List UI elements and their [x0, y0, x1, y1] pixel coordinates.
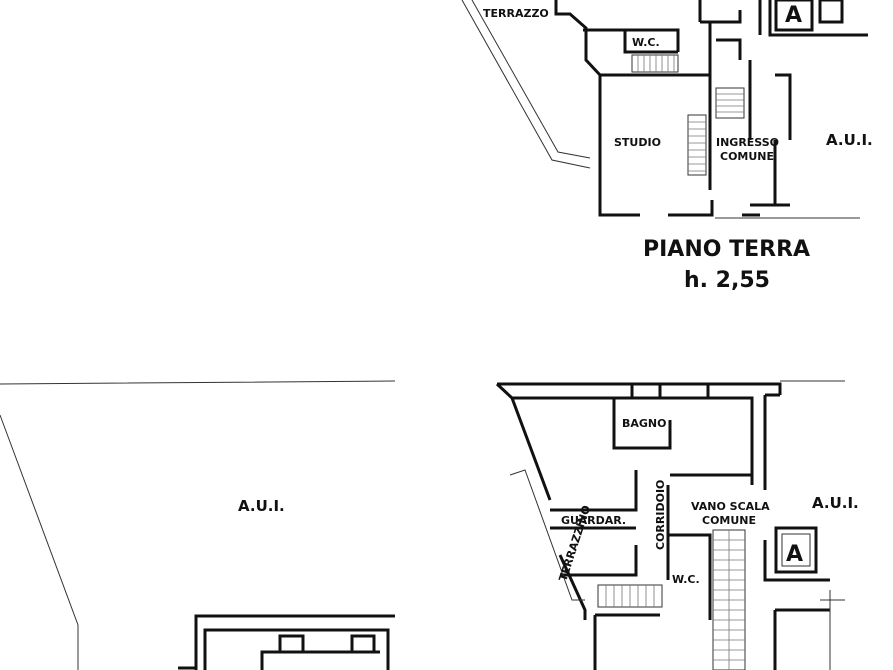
aui-label-left: A.U.I.: [238, 497, 285, 515]
terrace-outline-inner: [471, 0, 591, 159]
upper-right-line: [820, 590, 845, 670]
bagno-walls: [612, 398, 754, 485]
wc-label-ground: W.C.: [632, 36, 660, 49]
terrace-outline: [461, 0, 591, 169]
aui-left-outline: [0, 380, 396, 670]
terrazzo-label: TERRAZZO: [483, 7, 549, 20]
stair-small-ground: [631, 54, 679, 73]
ground-floor-plan: TERRAZZO W.C. STUDIO INGRESSO COMUNE A.U…: [461, 0, 873, 293]
terrazzino-outline: [509, 469, 585, 601]
aui-label-right: A.U.I.: [812, 494, 859, 512]
small-building: [178, 614, 395, 670]
upper-inner-top: [512, 384, 754, 480]
vano-scala-label-2: COMUNE: [702, 514, 756, 527]
guardaroba-label: GUARDAR.: [561, 514, 626, 527]
top-wall-right: [758, 0, 868, 37]
ingresso-label-1: INGRESSO: [716, 136, 779, 149]
studio-right-wall: [698, 0, 742, 190]
upper-floor-plan: A.U.I. BAGNO CORRIDOIO VANO SCALA COMUNE…: [0, 380, 859, 670]
bagno-label: BAGNO: [622, 417, 666, 430]
ingresso-label-2: COMUNE: [720, 150, 774, 163]
upper-right-walls: [593, 393, 830, 670]
stair-ground: [687, 87, 745, 176]
studio-left-wall: [598, 73, 714, 217]
floor-height: h. 2,55: [684, 268, 770, 293]
studio-label: STUDIO: [614, 136, 661, 149]
lift-ground: [774, 0, 844, 32]
stair-upper-small: [597, 584, 663, 608]
corridoio-walls: [550, 470, 712, 620]
terrace-wall: [554, 0, 602, 77]
vano-scala-label-1: VANO SCALA: [691, 500, 770, 513]
lift-label-ground: A: [785, 3, 802, 28]
stair-upper: [712, 529, 746, 670]
floor-title: PIANO TERRA: [643, 237, 810, 262]
wc-label-upper: W.C.: [672, 573, 700, 586]
ingresso-walls: [716, 38, 792, 217]
wc-walls: [583, 28, 680, 54]
aui-label-ground: A.U.I.: [826, 131, 873, 149]
corridoio-label: CORRIDOIO: [654, 480, 667, 550]
lift-upper: [774, 526, 818, 574]
lift-label-upper: A: [786, 542, 803, 567]
